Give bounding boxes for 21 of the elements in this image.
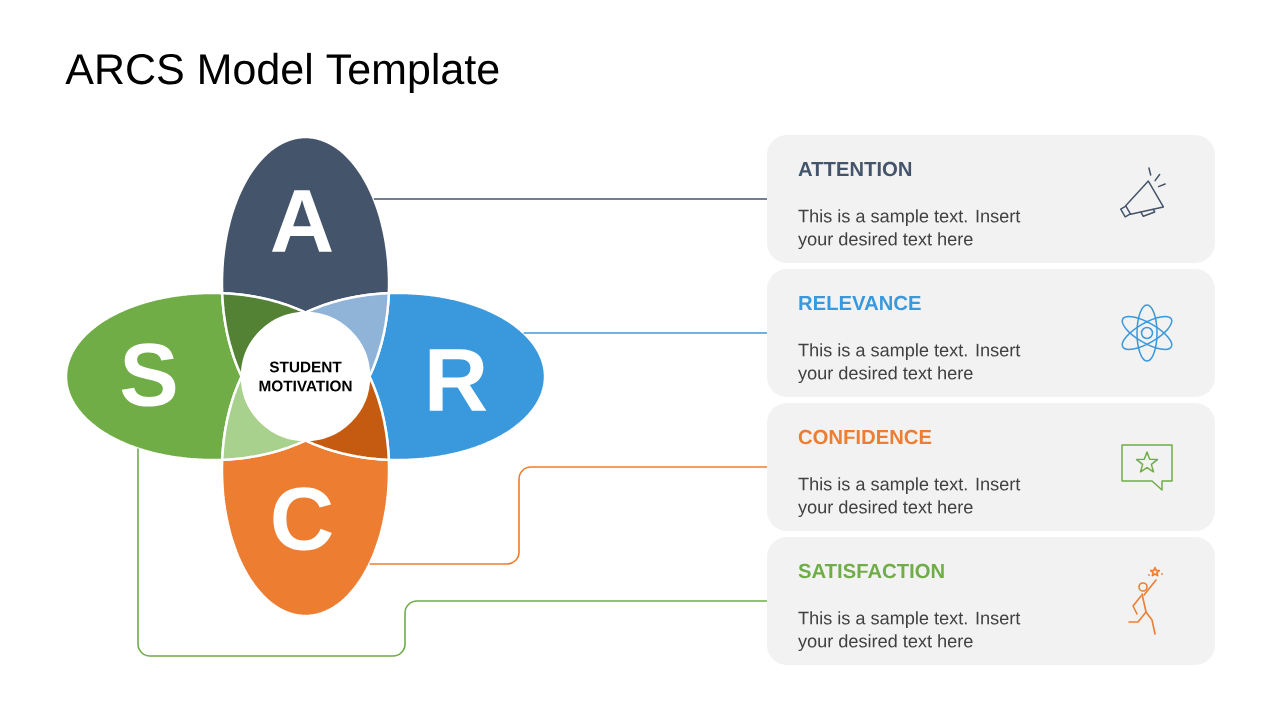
overlap-center: STUDENT MOTIVATION xyxy=(220,291,391,462)
ellipse-petal: C xyxy=(220,439,391,618)
ellipse-petal: S xyxy=(64,291,243,462)
card-heading: SATISFACTION xyxy=(798,563,944,579)
text-card xyxy=(767,403,1215,531)
body-text: This is a sample text. Insert your desired text here xyxy=(798,611,1021,652)
text-card xyxy=(767,269,1215,397)
body-text: This is a sample text. Insert your desired text here xyxy=(798,209,1021,250)
body-text: This is a sample text. Insert your desired text here xyxy=(798,477,1021,518)
card-heading: CONFIDENCE xyxy=(798,429,932,445)
ellipse-petal: A xyxy=(220,135,391,314)
connector-line xyxy=(373,198,768,200)
card-heading: ATTENTION xyxy=(798,161,912,177)
card-heading: RELEVANCE xyxy=(799,295,921,311)
text-card xyxy=(767,537,1215,665)
connector-line xyxy=(368,466,768,565)
connector-line xyxy=(522,332,768,334)
body-text: This is a sample text. Insert your desired text here xyxy=(798,343,1021,384)
title: ARCS Model Template xyxy=(65,52,499,93)
connector-line xyxy=(137,447,768,657)
text-card xyxy=(767,135,1215,263)
